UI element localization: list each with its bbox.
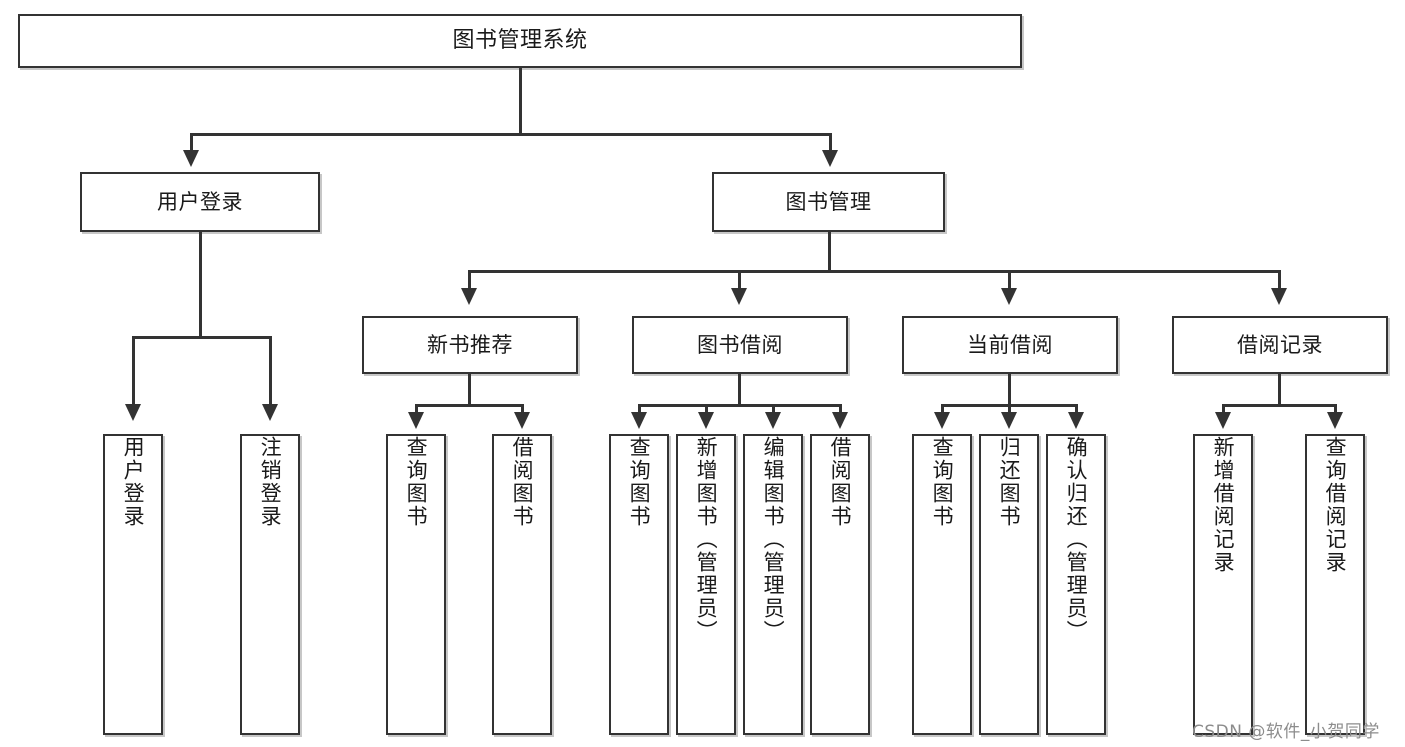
node-book-borrow[interactable]: 图书借阅 — [632, 316, 848, 374]
leaf-query-book-3[interactable]: 查询图书 — [912, 434, 972, 735]
edge-br-drop-2 — [1334, 404, 1337, 414]
csdn-watermark: CSDN @软件_小贺同学 — [1192, 722, 1380, 742]
edge-user-login-right-drop — [269, 336, 272, 406]
arrow-down-icon-leaf-add-record — [1215, 412, 1231, 429]
arrow-down-icon-leaf-borrow-book-2 — [832, 412, 848, 429]
leaf-add-book[interactable]: 新增图书（管理员） — [676, 434, 736, 735]
edge-new-book-recommend-stem — [468, 374, 471, 406]
arrow-down-icon-leaf-borrow-book-1 — [514, 412, 530, 429]
node-label: 确认归还（管理员） — [1064, 436, 1089, 643]
edge-bb-drop-2 — [705, 404, 708, 414]
edge-to-current-borrow — [1008, 270, 1011, 292]
edge-to-borrow-record — [1278, 270, 1281, 292]
node-user-login[interactable]: 用户登录 — [80, 172, 320, 232]
node-label: 注销登录 — [258, 436, 283, 528]
edge-bb-drop-4 — [839, 404, 842, 414]
node-label: 新增借阅记录 — [1211, 436, 1236, 574]
edge-borrow-record-bus — [1222, 404, 1337, 407]
node-label: 查询借阅记录 — [1323, 436, 1348, 574]
edge-to-book-borrow — [738, 270, 741, 292]
node-label: 新书推荐 — [427, 332, 513, 357]
node-label: 借阅图书 — [828, 436, 853, 528]
arrow-down-icon-borrow-record — [1271, 288, 1287, 305]
leaf-query-book-2[interactable]: 查询图书 — [609, 434, 669, 735]
leaf-edit-book[interactable]: 编辑图书（管理员） — [743, 434, 803, 735]
node-new-book-recommend[interactable]: 新书推荐 — [362, 316, 578, 374]
edge-user-login-stem — [199, 232, 202, 338]
edge-level2-bus — [190, 133, 832, 136]
edge-cb-drop-2 — [1008, 404, 1011, 414]
edge-user-login-left-drop — [132, 336, 135, 406]
node-label: 归还图书 — [997, 436, 1022, 528]
edge-book-management-stem — [828, 232, 831, 272]
edge-user-login-bus — [132, 336, 269, 339]
edge-level3-bus — [468, 270, 1281, 273]
arrow-down-icon-current-borrow — [1001, 288, 1017, 305]
arrow-down-icon-new-book-recommend — [461, 288, 477, 305]
edge-cb-drop-1 — [941, 404, 944, 414]
leaf-query-record[interactable]: 查询借阅记录 — [1305, 434, 1365, 735]
node-label: 图书管理系统 — [452, 28, 588, 54]
leaf-borrow-book-2[interactable]: 借阅图书 — [810, 434, 870, 735]
edge-nbr-drop-2 — [521, 404, 524, 414]
node-label: 查询图书 — [930, 436, 955, 528]
edge-to-new-book-recommend — [468, 270, 471, 292]
leaf-query-book-1[interactable]: 查询图书 — [386, 434, 446, 735]
edge-cb-drop-3 — [1075, 404, 1078, 414]
leaf-add-record[interactable]: 新增借阅记录 — [1193, 434, 1253, 735]
arrow-down-icon-leaf-query-book-1 — [408, 412, 424, 429]
node-label: 当前借阅 — [967, 332, 1053, 357]
node-label: 编辑图书（管理员） — [761, 436, 786, 643]
arrow-down-icon-book-management — [822, 150, 838, 167]
leaf-confirm-return[interactable]: 确认归还（管理员） — [1046, 434, 1106, 735]
node-label: 新增图书（管理员） — [694, 436, 719, 643]
edge-book-borrow-stem — [738, 374, 741, 406]
leaf-return-book[interactable]: 归还图书 — [979, 434, 1039, 735]
node-book-management-system[interactable]: 图书管理系统 — [18, 14, 1022, 68]
arrow-down-icon-user-login — [183, 150, 199, 167]
edge-to-book-management — [829, 133, 832, 155]
arrow-down-icon-leaf-user-login — [125, 404, 141, 421]
node-label: 用户登录 — [121, 436, 146, 528]
node-label: 图书借阅 — [697, 332, 783, 357]
node-label: 查询图书 — [627, 436, 652, 528]
arrow-down-icon-leaf-confirm-return — [1068, 412, 1084, 429]
leaf-borrow-book-1[interactable]: 借阅图书 — [492, 434, 552, 735]
leaf-logout-login[interactable]: 注销登录 — [240, 434, 300, 735]
node-borrow-record[interactable]: 借阅记录 — [1172, 316, 1388, 374]
edge-borrow-record-stem — [1278, 374, 1281, 406]
edge-current-borrow-stem — [1008, 374, 1011, 406]
node-label: 用户登录 — [157, 189, 243, 214]
arrow-down-icon-leaf-return-book — [1001, 412, 1017, 429]
edge-new-book-recommend-bus — [415, 404, 524, 407]
edge-bb-drop-3 — [772, 404, 775, 414]
leaf-user-login[interactable]: 用户登录 — [103, 434, 163, 735]
edge-bb-drop-1 — [638, 404, 641, 414]
arrow-down-icon-leaf-add-book — [698, 412, 714, 429]
edge-book-borrow-bus — [638, 404, 841, 407]
arrow-down-icon-leaf-logout-login — [262, 404, 278, 421]
edge-br-drop-1 — [1222, 404, 1225, 414]
arrow-down-icon-leaf-edit-book — [765, 412, 781, 429]
arrow-down-icon-book-borrow — [731, 288, 747, 305]
node-label: 查询图书 — [404, 436, 429, 528]
node-book-management[interactable]: 图书管理 — [712, 172, 945, 232]
arrow-down-icon-leaf-query-book-3 — [934, 412, 950, 429]
arrow-down-icon-leaf-query-book-2 — [631, 412, 647, 429]
edge-root-stem — [519, 68, 522, 136]
node-label: 借阅记录 — [1237, 332, 1323, 357]
node-label: 借阅图书 — [510, 436, 535, 528]
edge-nbr-drop-1 — [415, 404, 418, 414]
node-current-borrow[interactable]: 当前借阅 — [902, 316, 1118, 374]
arrow-down-icon-leaf-query-record — [1327, 412, 1343, 429]
node-label: 图书管理 — [785, 189, 872, 214]
edge-to-user-login — [190, 133, 193, 155]
